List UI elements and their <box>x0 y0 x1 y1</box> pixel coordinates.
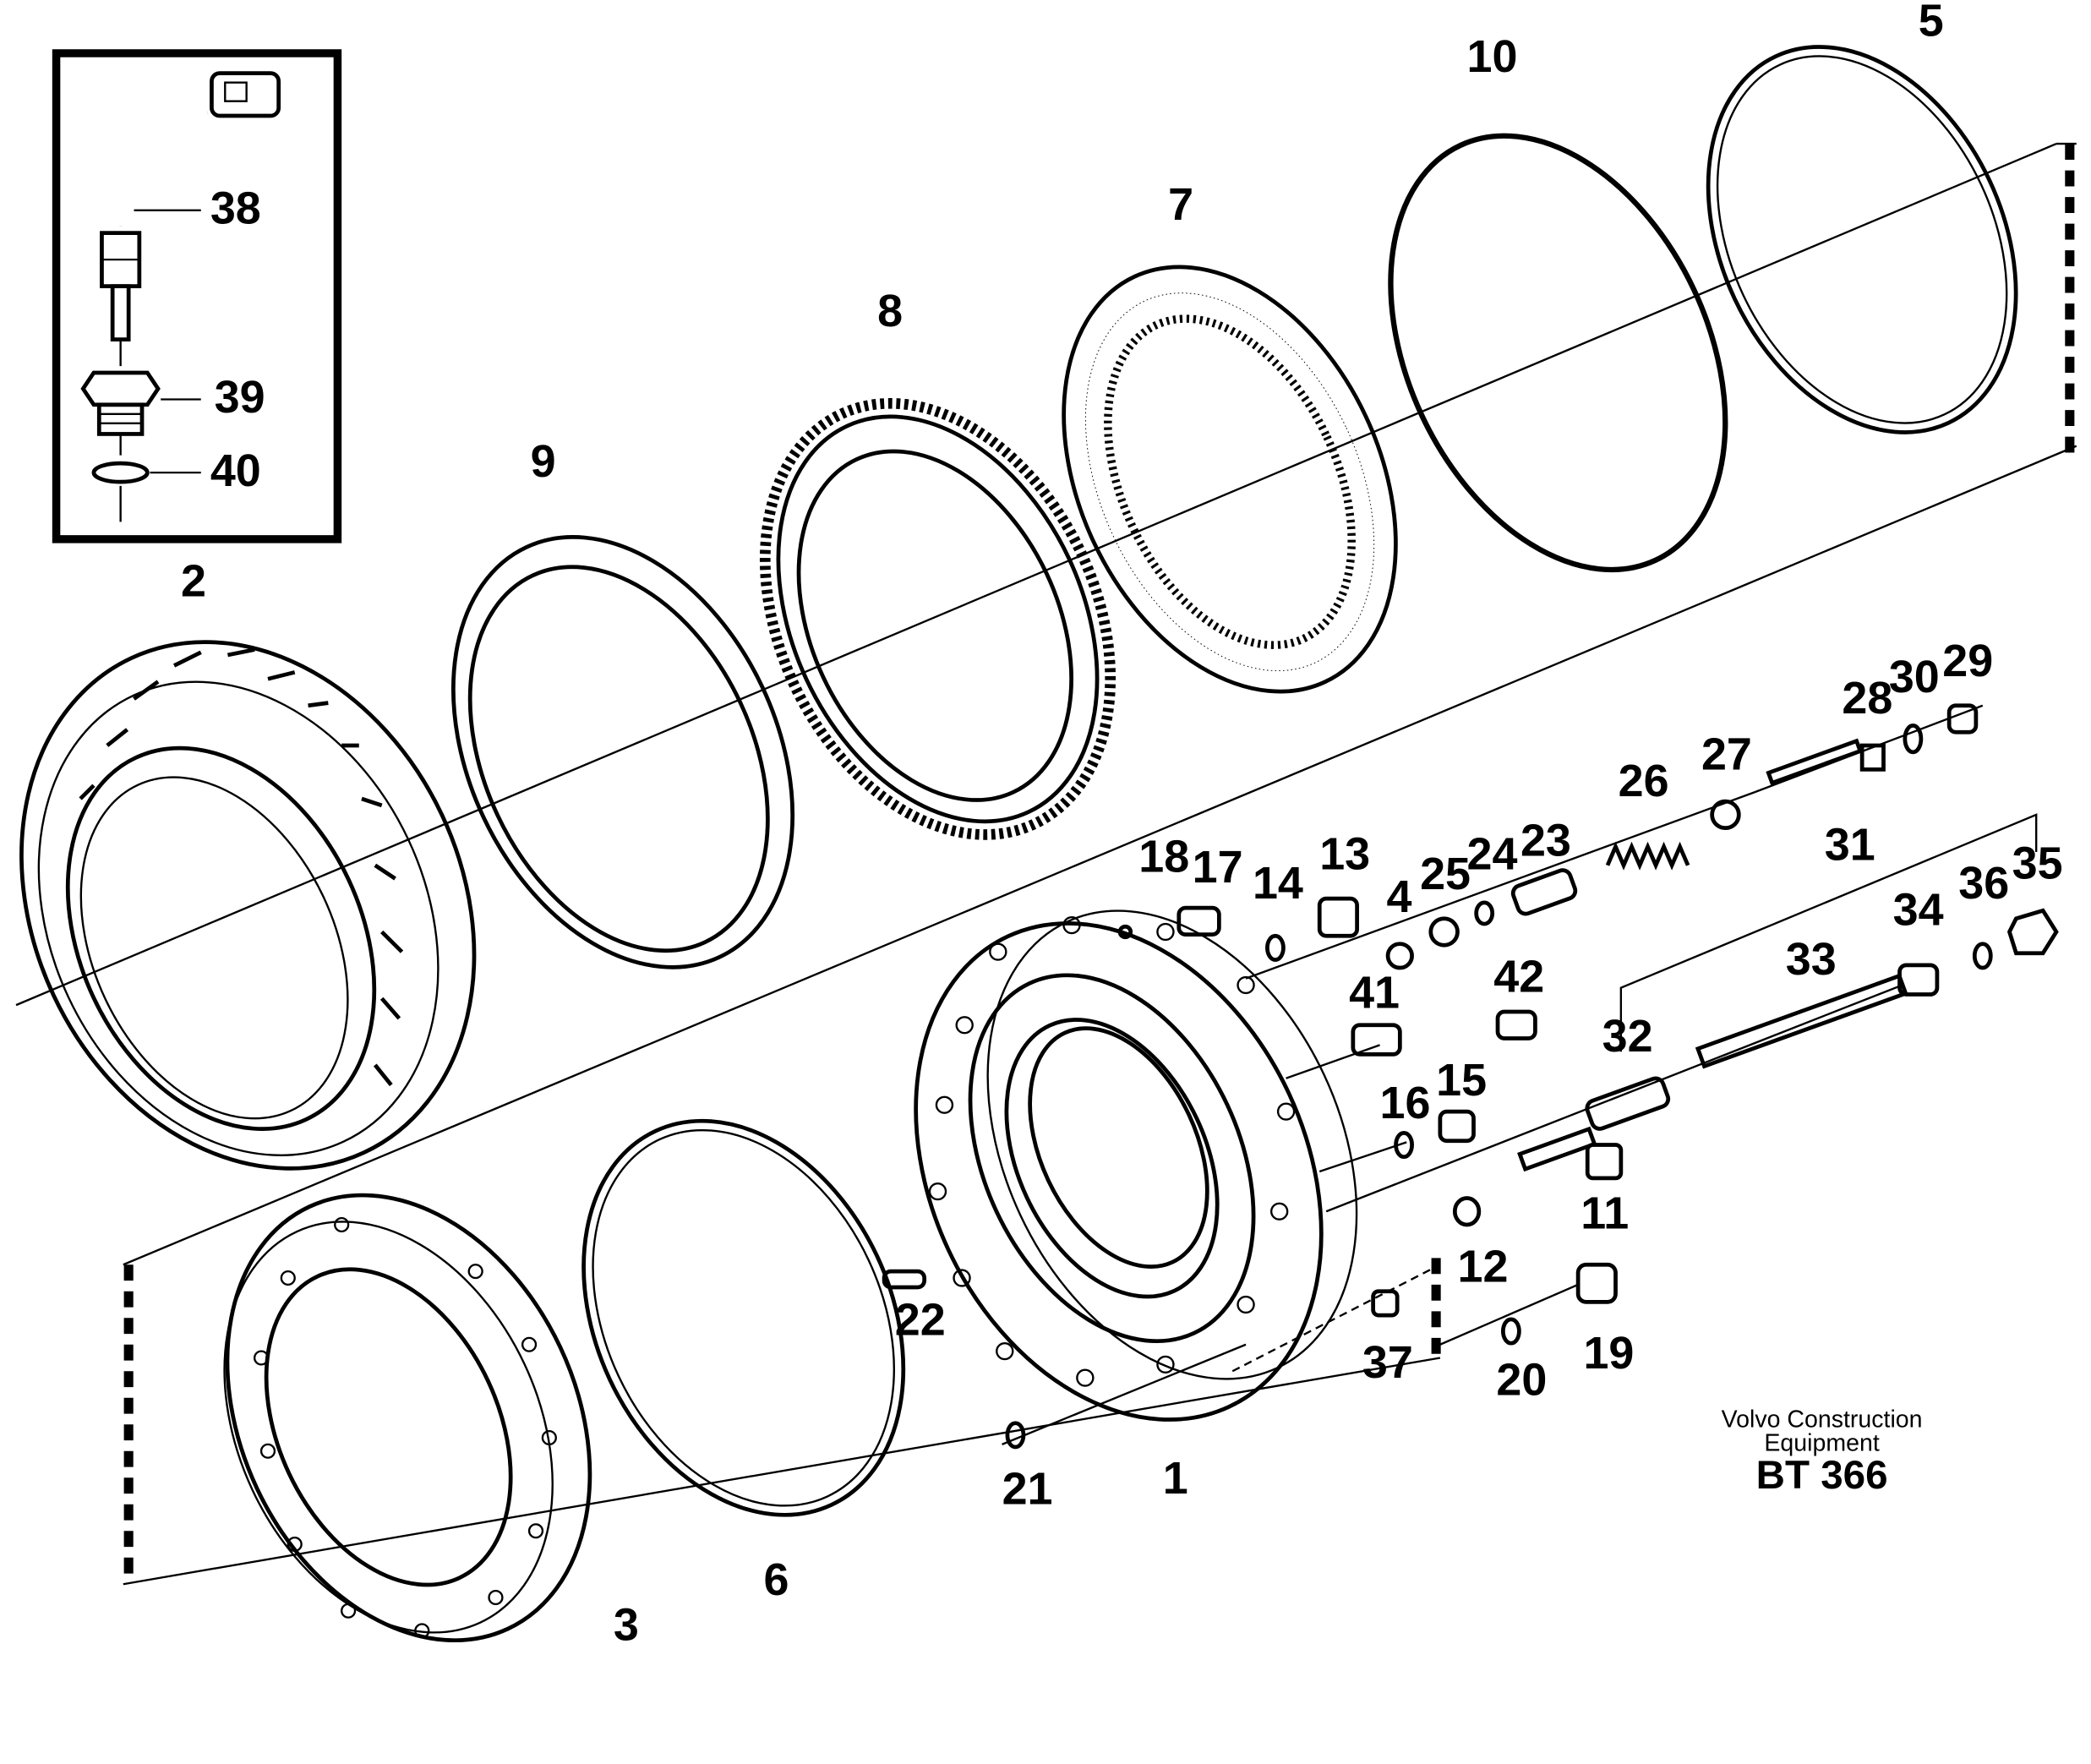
callout-2: 2 <box>181 556 206 607</box>
callout-34: 34 <box>1893 885 1944 936</box>
callout-13: 13 <box>1319 829 1370 880</box>
flat-ring-part-9 <box>451 535 795 969</box>
brake-housing-part-1 <box>914 909 1441 1422</box>
thin-ring-part-5 <box>1706 45 2018 434</box>
tread-ring-part-2 <box>19 640 477 1171</box>
o-ring-part-6 <box>581 1118 906 1517</box>
toothed-ring-part-8 <box>759 398 1116 840</box>
caption: Volvo Construction Equipment BT 366 <box>1722 1406 1923 1497</box>
callout-9: 9 <box>531 436 556 487</box>
small-parts-lower <box>882 813 2059 1450</box>
callout-4: 4 <box>1386 871 1411 922</box>
callout-5: 5 <box>1919 0 1944 46</box>
hub-ring-part-3 <box>223 1193 592 1643</box>
callout-39: 39 <box>215 372 265 423</box>
caption-drawing-code: BT 366 <box>1756 1453 1888 1498</box>
callout-1: 1 <box>1163 1453 1188 1504</box>
callout-28: 28 <box>1842 673 1892 724</box>
callout-23: 23 <box>1520 816 1571 866</box>
callout-41: 41 <box>1349 967 1400 1018</box>
callout-7: 7 <box>1168 179 1193 230</box>
callout-11: 11 <box>1581 1188 1629 1239</box>
callout-25: 25 <box>1420 849 1471 899</box>
callout-37: 37 <box>1362 1337 1413 1388</box>
caption-company-line1: Volvo Construction <box>1722 1406 1923 1433</box>
callout-6: 6 <box>763 1554 789 1605</box>
callout-16: 16 <box>1380 1078 1431 1128</box>
shaft-axis-line <box>15 143 2057 1007</box>
callout-22: 22 <box>895 1295 946 1346</box>
callout-24: 24 <box>1467 829 1518 880</box>
callout-14: 14 <box>1253 858 1303 909</box>
callout-12: 12 <box>1457 1242 1508 1292</box>
callout-35: 35 <box>2012 838 2063 889</box>
callout-31: 31 <box>1825 820 1875 871</box>
callout-38: 38 <box>210 183 261 234</box>
inset-sensor-box <box>52 49 342 543</box>
callout-36: 36 <box>1958 858 2009 909</box>
callout-21: 21 <box>1002 1464 1053 1515</box>
callout-40: 40 <box>210 445 261 496</box>
caption-company-line2: Equipment <box>1764 1430 1879 1457</box>
callout-10: 10 <box>1467 31 1518 82</box>
frame-upper-line <box>123 445 2077 1266</box>
callout-32: 32 <box>1602 1011 1653 1062</box>
callout-20: 20 <box>1496 1355 1547 1406</box>
callout-labels: 1 2 3 4 5 6 7 8 9 10 11 12 13 14 15 16 1… <box>181 0 2063 1650</box>
small-parts-upper <box>1117 703 1984 980</box>
callout-3: 3 <box>614 1600 639 1651</box>
frame-lower-line <box>123 1357 1441 1586</box>
callout-15: 15 <box>1436 1055 1487 1106</box>
callout-33: 33 <box>1786 934 1837 985</box>
callout-18: 18 <box>1138 832 1189 882</box>
callout-42: 42 <box>1493 952 1544 1002</box>
callout-27: 27 <box>1701 729 1752 780</box>
callout-17: 17 <box>1193 842 1243 893</box>
callout-19: 19 <box>1583 1328 1634 1379</box>
callout-8: 8 <box>877 286 903 336</box>
callout-30: 30 <box>1889 652 1940 702</box>
o-ring-part-10 <box>1388 133 1728 573</box>
callout-29: 29 <box>1942 636 1993 686</box>
callout-26: 26 <box>1619 756 1669 806</box>
